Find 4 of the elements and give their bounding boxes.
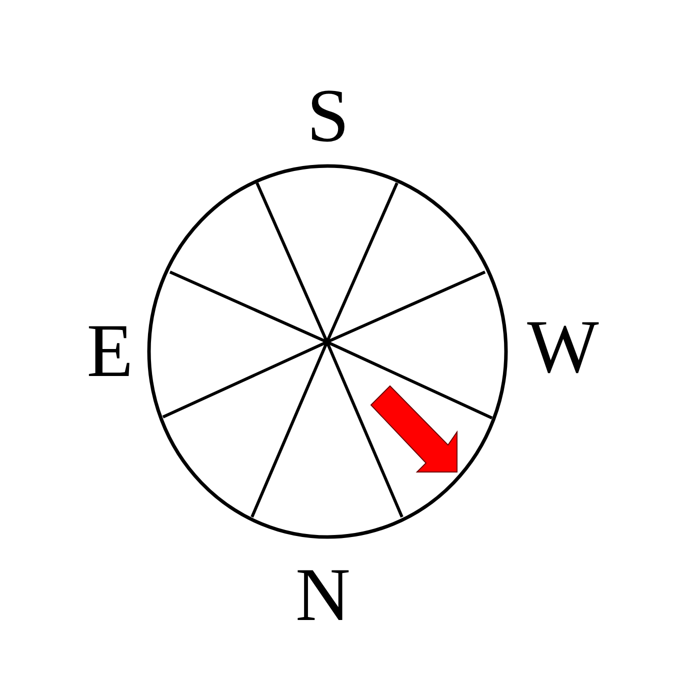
direction-label: W xyxy=(527,309,599,385)
direction-label: S xyxy=(306,78,350,154)
direction-label: E xyxy=(86,313,134,389)
direction-label: N xyxy=(296,557,350,633)
